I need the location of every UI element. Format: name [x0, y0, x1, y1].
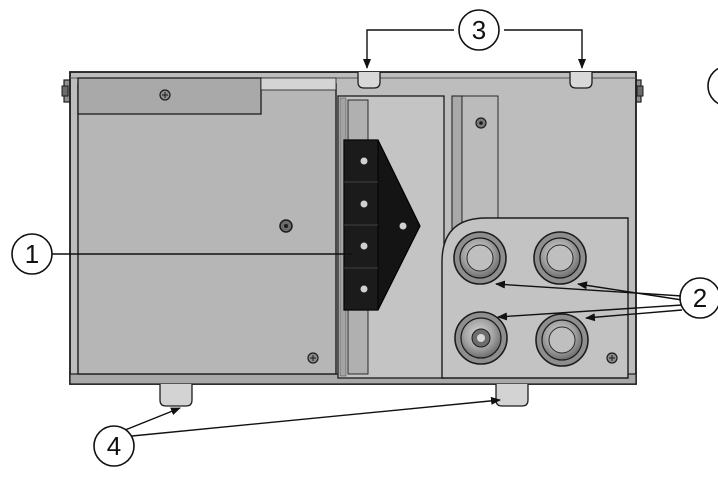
cover-knob: [279, 219, 293, 233]
terminal-end-screw: [399, 222, 407, 230]
callout-3: 3: [458, 9, 500, 51]
callout-3-leader-right: [504, 29, 586, 69]
cover-plate-screw: [159, 89, 171, 101]
callout-2-leader-d: [585, 309, 683, 322]
cable-gland-top-left: [453, 231, 507, 285]
callout-1-label: 1: [25, 239, 39, 269]
cover-corner-screw: [307, 352, 319, 364]
left-cover-panel: [77, 83, 337, 375]
callout-2-label: 2: [693, 283, 707, 313]
terminal-screw-1: [360, 157, 368, 165]
terminal-screw-3: [360, 242, 368, 250]
callout-4: 4: [93, 425, 135, 467]
mounting-foot-left: [159, 384, 193, 407]
callout-2-leader-b: [577, 281, 683, 301]
terminal-screw-4: [360, 285, 368, 293]
gland-plate-screw: [606, 352, 618, 364]
callout-2: 2: [679, 277, 718, 319]
cable-gland-bottom-right: [535, 313, 589, 367]
leader-lines: [52, 29, 683, 437]
callout-3-label: 3: [472, 15, 486, 45]
cable-gland-bottom-left: [454, 311, 508, 365]
top-slot-right: [569, 72, 593, 89]
callout-2-leader-a: [495, 280, 683, 297]
top-slot-left: [357, 72, 381, 89]
callout-3-leader-left: [363, 29, 454, 69]
terminal-screw-2: [360, 200, 368, 208]
divider-screw: [475, 117, 487, 129]
callout-4-label: 4: [107, 431, 121, 461]
callout-1: 1: [11, 233, 53, 275]
callout-5-partial: [707, 67, 718, 105]
callout-2-leader-c: [497, 304, 683, 321]
callout-4-leader-b: [131, 396, 501, 437]
mounting-foot-right: [495, 384, 529, 407]
callout-4-leader-a: [119, 407, 181, 433]
terminal-block: [343, 139, 421, 311]
cable-gland-top-right: [533, 231, 587, 285]
